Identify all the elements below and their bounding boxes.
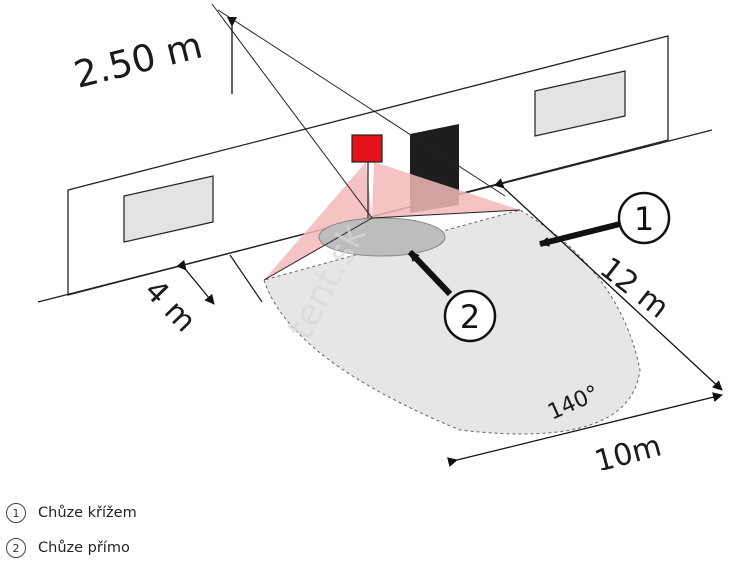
detection-diagram: 2.50 m 4 m 12 m 10m 140° tent.sk 1 2: [37, 3, 723, 470]
legend-label-1: Chůze křížem: [38, 505, 137, 521]
inner-zone: [318, 217, 446, 257]
sensor-icon: [351, 134, 383, 163]
marker-1-number: 1: [634, 200, 654, 238]
side-range-label: 4 m: [137, 273, 202, 339]
detection-beam-left: [264, 162, 372, 280]
legend-number-2: 2: [6, 538, 26, 558]
marker-1-circle: [617, 191, 671, 245]
legend-label-2: Chůze přímo: [38, 540, 130, 556]
height-label: 2.50 m: [70, 24, 207, 97]
window-right: [534, 70, 626, 137]
legend-item: 1 Chůze křížem: [6, 503, 137, 523]
detection-beam-right: [372, 162, 520, 218]
window-left: [123, 175, 214, 243]
width-label: 10m: [591, 428, 665, 470]
marker-1-arrow: [539, 221, 621, 247]
marker-2-circle: [443, 289, 497, 343]
dimension-lines: [176, 17, 723, 468]
marker-2-number: 2: [460, 298, 480, 336]
marker-2-arrow: [407, 249, 453, 297]
legend-item: 2 Chůze přímo: [6, 538, 130, 558]
legend-number-1: 1: [6, 503, 26, 523]
